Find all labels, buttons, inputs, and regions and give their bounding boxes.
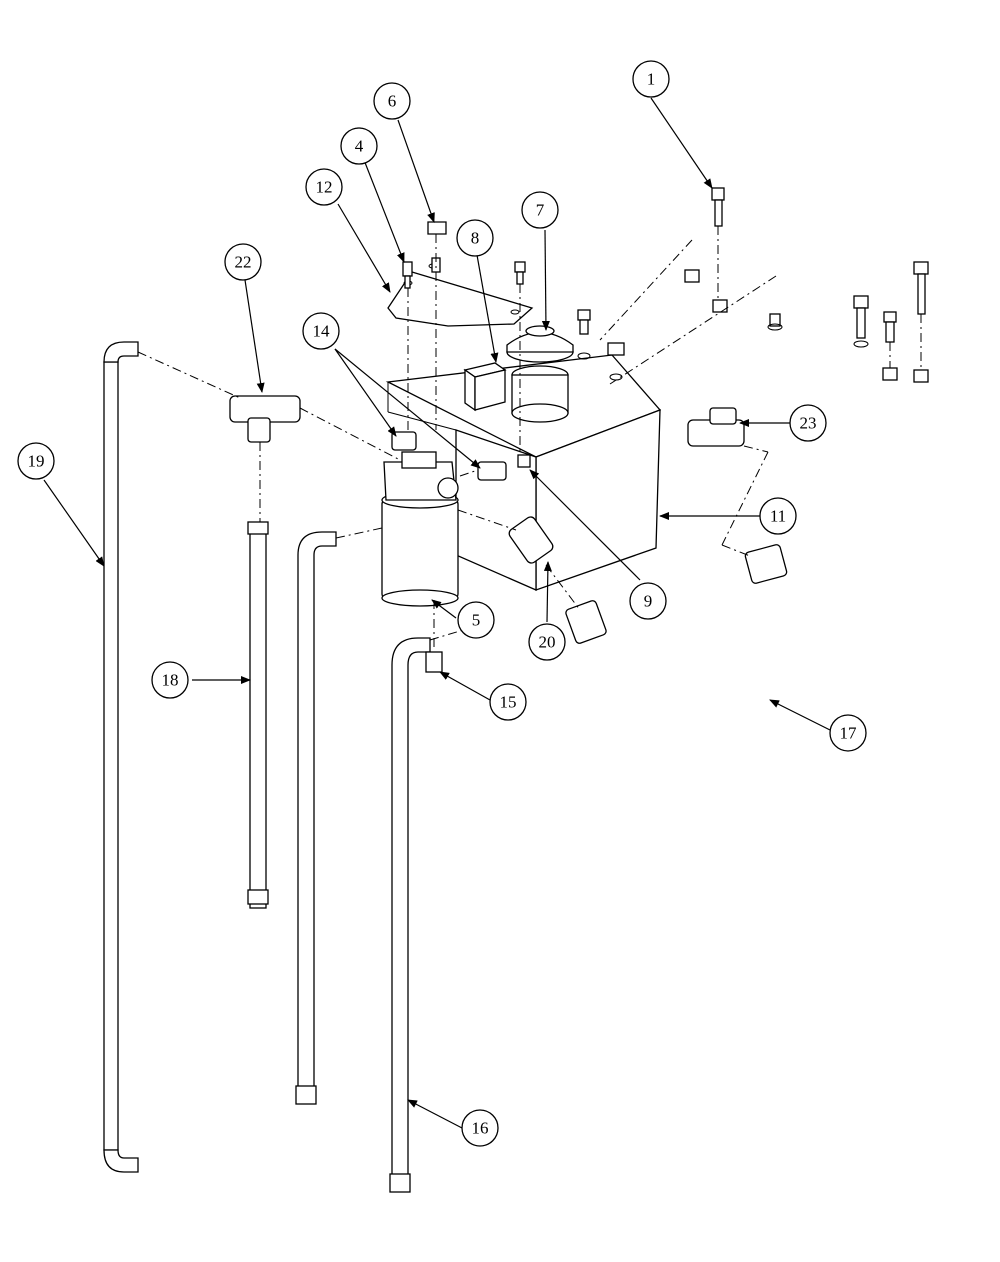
callout-9: 9 [629,582,667,620]
callout-4: 4 [340,127,378,165]
callout-4-label: 4 [355,137,364,156]
callout-7: 7 [521,191,559,229]
fittings [229,395,745,564]
callout-23: 23 [789,404,827,442]
filler-cap [506,325,574,423]
callout-12: 12 [305,168,343,206]
callout-22-label: 22 [235,253,252,272]
leader-lines [43,97,831,1129]
callout-18: 18 [151,661,189,699]
callout-14: 14 [302,312,340,350]
callout-1: 1 [632,60,670,98]
callout-23-label: 23 [800,414,817,433]
callout-9-label: 9 [644,592,653,611]
callout-15-label: 15 [500,693,517,712]
callout-20: 20 [528,623,566,661]
callout-20-label: 20 [539,633,556,652]
hoses [103,341,831,1193]
filter-assembly [381,451,459,607]
callout-6-label: 6 [388,92,397,111]
callout-19-label: 19 [28,452,45,471]
callout-12-label: 12 [316,178,333,197]
callout-19: 19 [17,442,55,480]
callout-6: 6 [373,82,411,120]
callout-22: 22 [224,243,262,281]
callout-11: 11 [759,497,797,535]
callout-15: 15 [489,683,527,721]
callout-1-label: 1 [647,70,656,89]
callout-16: 16 [461,1109,499,1147]
callout-7-label: 7 [536,201,545,220]
callout-8-label: 8 [471,229,480,248]
callout-5-label: 5 [472,611,481,630]
callout-18-label: 18 [162,671,179,690]
callout-11-label: 11 [770,507,786,526]
hardware-bolts [402,187,929,468]
callout-16-label: 16 [472,1119,489,1138]
callout-8: 8 [456,219,494,257]
callout-17-label: 17 [840,724,858,743]
callout-5: 5 [457,601,495,639]
breather-block [463,362,507,412]
reservoir-tank [385,354,662,591]
callout-14-label: 14 [313,322,331,341]
callout-17: 17 [829,714,867,752]
